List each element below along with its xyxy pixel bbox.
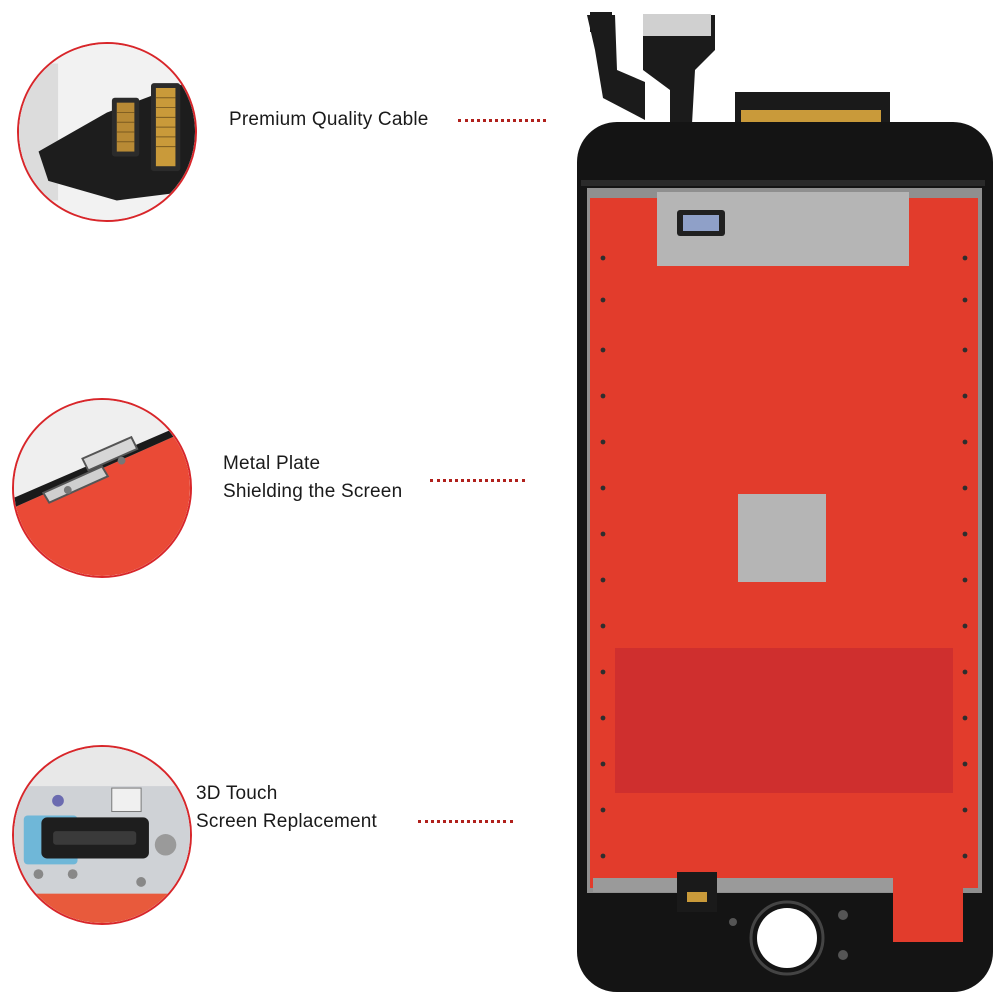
plate-callout-line [430,479,525,482]
lcd-assembly-illustration [577,12,993,992]
center-metal-square [738,494,826,582]
frame-screw-dots [600,255,968,859]
plate-zoom-circle [12,398,192,578]
earpiece-bracket-icon [14,747,190,923]
cable-callout-label: Premium Quality Cable [229,109,429,130]
metal-shield-plate-icon [14,400,190,576]
top-flex-cable [587,15,645,120]
pull-tab [893,870,963,942]
flex-cable-connector-icon [19,44,195,220]
touch-callout-label: 3D Touch Screen Replacement [196,783,378,832]
cable-callout-line [458,119,546,122]
cable-zoom-circle [17,42,197,222]
plate-callout-label: Metal Plate Shielding the Screen [223,453,403,502]
touch-zoom-circle [12,745,192,925]
lcd-screen-assembly [575,10,995,995]
second-flex-cable [643,15,715,160]
touch-callout-line [418,820,513,823]
